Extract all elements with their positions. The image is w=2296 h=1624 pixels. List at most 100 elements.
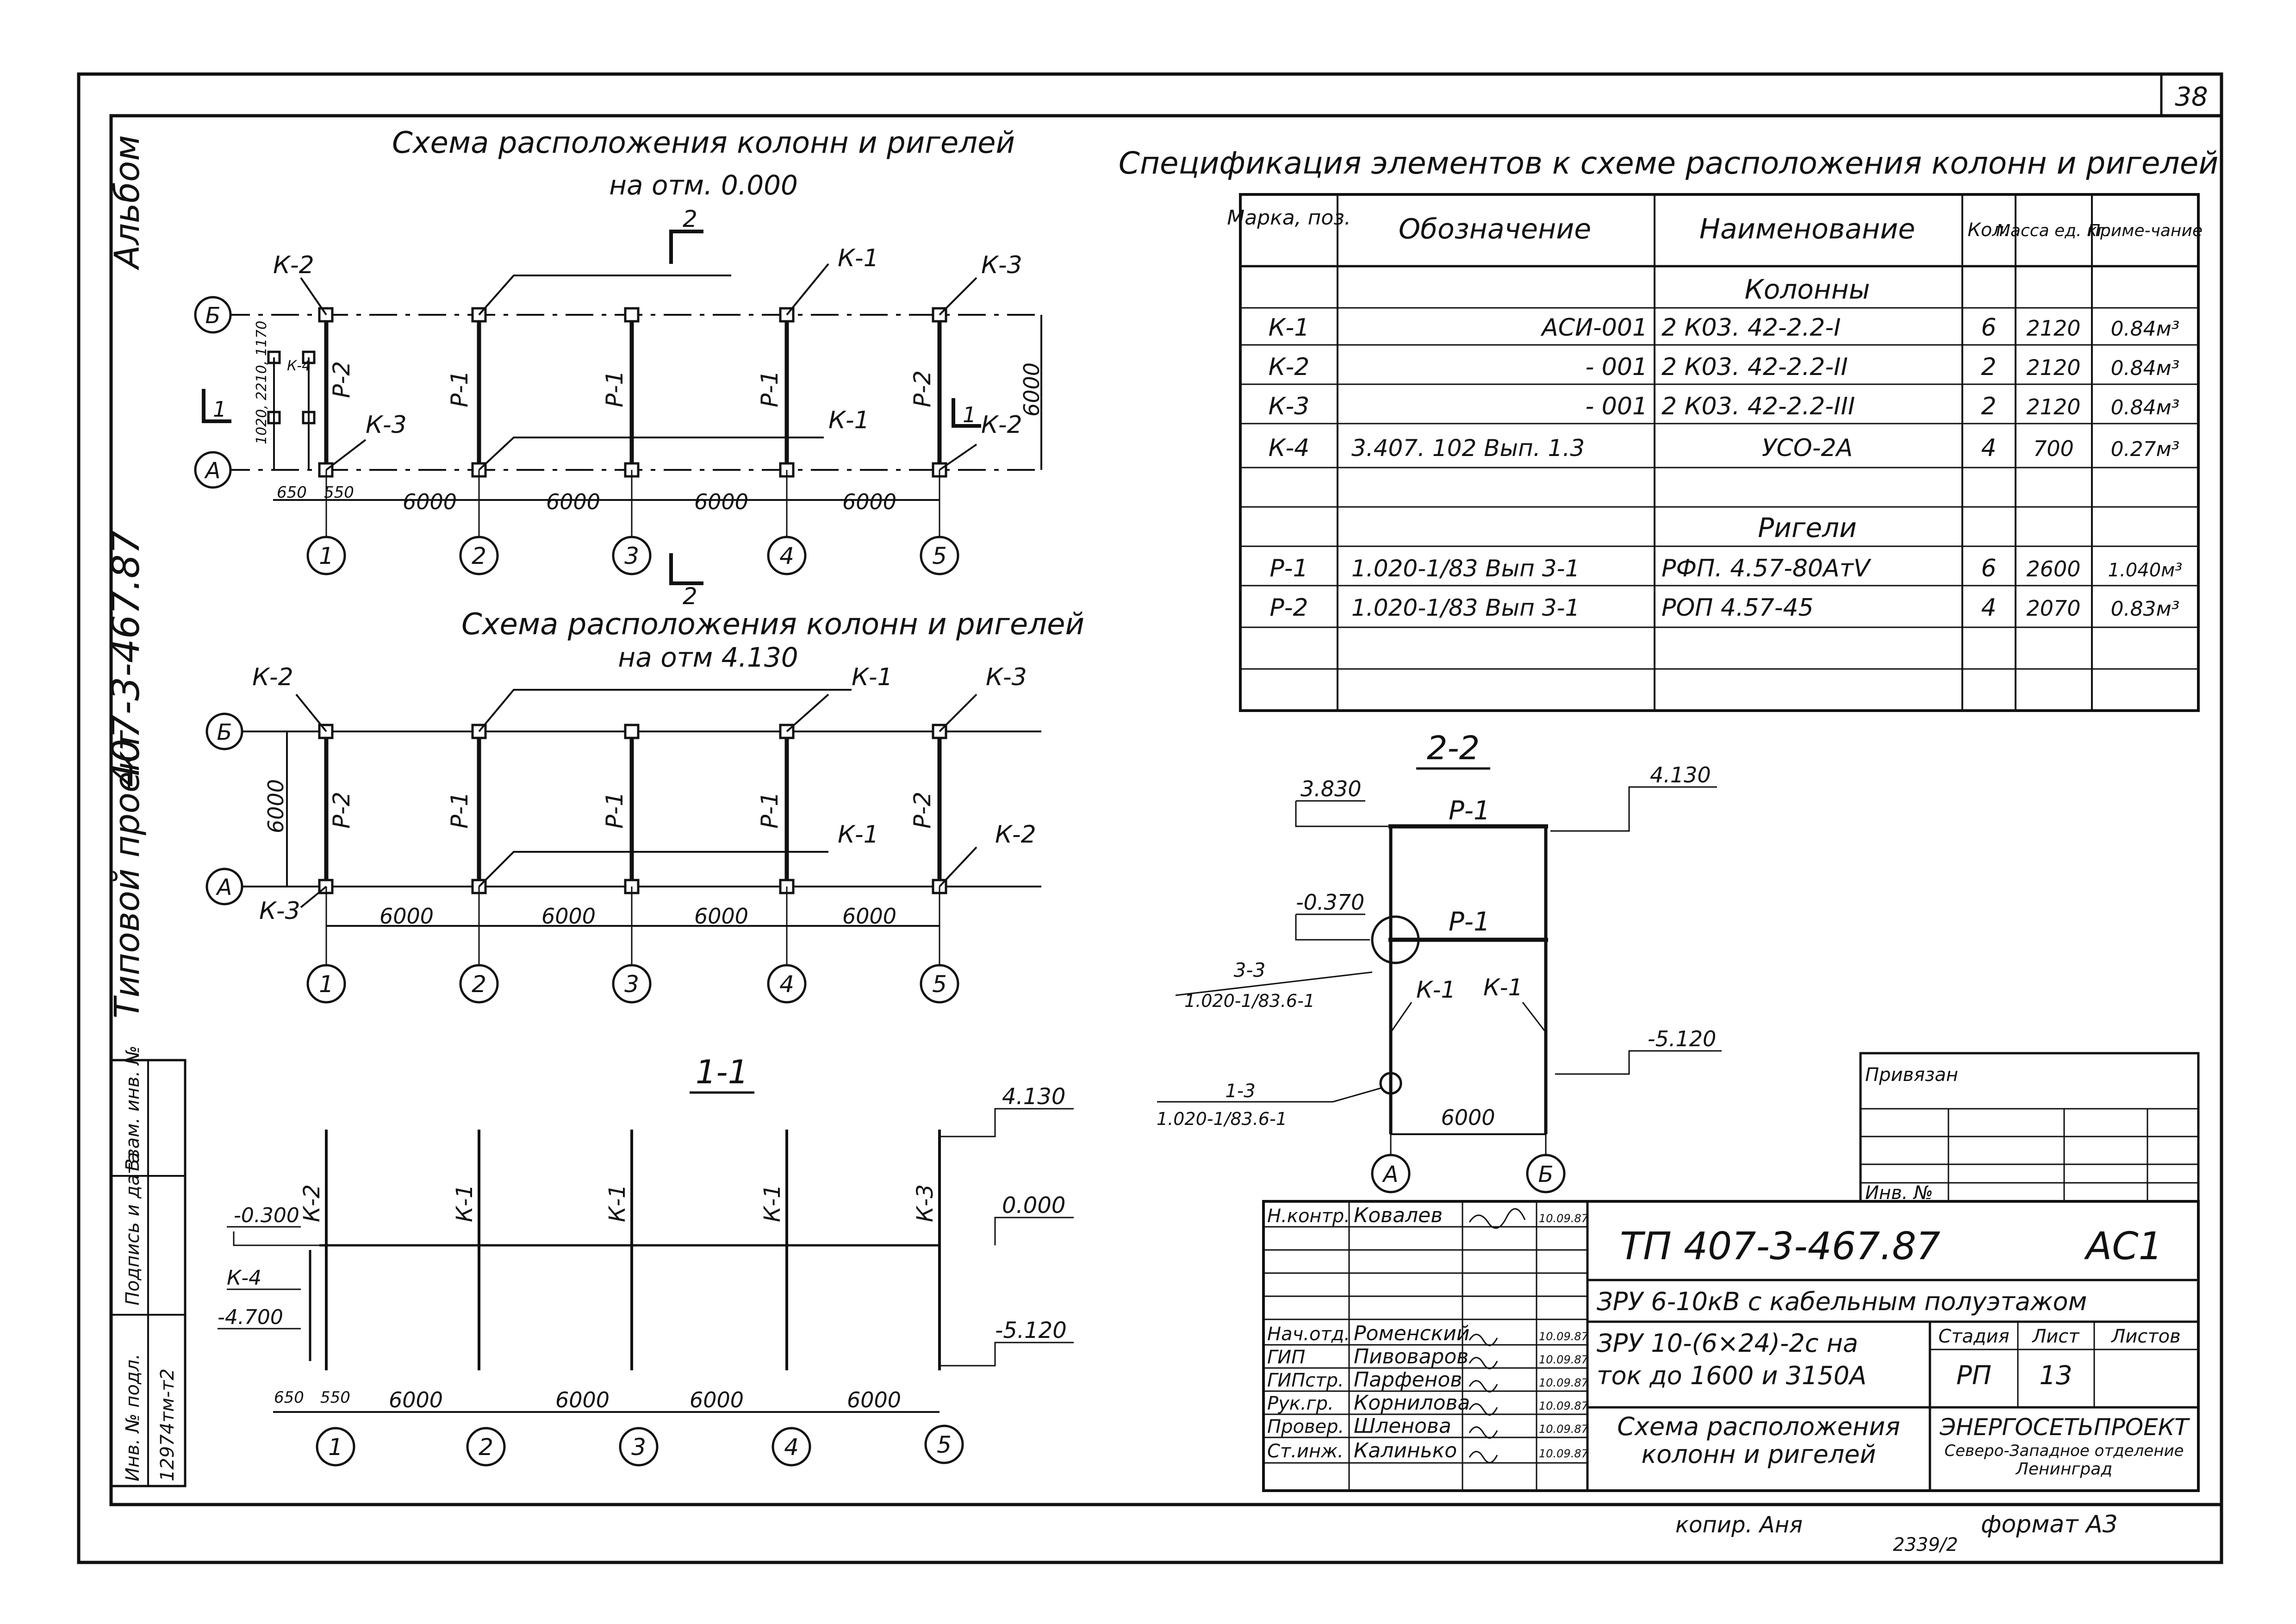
stamp-sheet-header: Лист: [2031, 1326, 2080, 1347]
person-6-role: Провер.: [1267, 1416, 1344, 1437]
person-6-date: 10.09.87: [1539, 1423, 1589, 1436]
stamp-org-3: Ленинград: [2015, 1460, 2112, 1479]
section-2-2: 2-2 Р-1 Р-1 К-1 К-1 3.830 -0.370 4.130 -…: [1157, 729, 1722, 1193]
spec-group-beams: Ригели: [1758, 512, 1857, 543]
stamp-org-1: ЭНЕРГОСЕТЬПРОЕКТ: [1939, 1414, 2190, 1441]
plan2-subtitle: на отм 4.130: [618, 642, 798, 673]
section22-title: 2-2: [1427, 729, 1480, 767]
sec11-axis-4: 4: [784, 1434, 799, 1461]
plan1-span-1: 6000: [403, 489, 457, 514]
sec11-k1-4: К-1: [759, 1184, 785, 1222]
plan1-section-1-right: 1: [963, 402, 976, 427]
person-4-name: Парфенов: [1354, 1368, 1462, 1392]
plan2-span-4: 6000: [842, 904, 896, 929]
spec-h-name: Наименование: [1699, 213, 1915, 245]
spec-r1-note: 0.84м³: [2111, 317, 2180, 341]
person-5-role: Рук.гр.: [1267, 1393, 1334, 1414]
spec-h-mass: Масса ед. кг.: [1996, 221, 2111, 240]
plan2-title: Схема расположения колонн и ригелей: [461, 607, 1084, 642]
spec-r1-name: 2 К03. 42-2.2-I: [1661, 314, 1841, 342]
person-4-role: ГИПстр.: [1267, 1370, 1344, 1391]
spec-r4-mark: К-4: [1269, 434, 1310, 462]
spec-h-mark: Марка, поз.: [1227, 206, 1350, 230]
inv-value: 12974тм-т2: [157, 1368, 178, 1481]
spec-r2-mass: 2120: [2026, 355, 2080, 380]
spec-r1-mark: К-1: [1269, 314, 1310, 342]
person-2-role: Нач.отд.: [1267, 1324, 1350, 1345]
stamp-stage-header: Стадия: [1938, 1326, 2009, 1347]
sec22-ref13-b: 1.020-1/83.6-1: [1157, 1109, 1287, 1129]
section11-title: 1-1: [696, 1053, 748, 1091]
inv-repl-label: Взам. инв. №: [122, 1045, 143, 1171]
sec11-k3: К-3: [912, 1184, 938, 1222]
spec-r4-name: УСО-2А: [1762, 434, 1853, 462]
spec-r5-name: РФП. 4.57-80АтV: [1661, 555, 1872, 582]
spec-h-qty: Кол.: [1967, 219, 2010, 241]
spec-h-note: Приме-чание: [2088, 221, 2203, 240]
sec22-level-4130: 4.130: [1650, 762, 1711, 787]
person-1-role: Н.контр.: [1267, 1206, 1350, 1227]
plan2-k3-top: К-3: [986, 663, 1027, 691]
sec11-k1-2: К-1: [452, 1184, 478, 1222]
sec11-k2: К-2: [299, 1184, 325, 1222]
title-block: Привязан Инв. № ТП 407-3-467.87 АС1 ЗРУ …: [1262, 1052, 2200, 1492]
person-2-date: 10.09.87: [1539, 1330, 1589, 1343]
plan2-axis-2: 2: [472, 971, 486, 998]
sec11-axis-3: 3: [631, 1434, 646, 1461]
spec-r1-mass: 2120: [2026, 316, 2080, 341]
sign-date-label: Подпись и дата: [122, 1152, 143, 1305]
spec-r5-note: 1.040м³: [2108, 560, 2183, 581]
plan2-p2-1: Р-2: [328, 792, 355, 829]
sec22-k1-right: К-1: [1483, 974, 1523, 1001]
spec-group-columns: Колонны: [1745, 274, 1870, 305]
sec11-k1-3: К-1: [604, 1184, 630, 1222]
plan2-span-1: 6000: [380, 904, 434, 929]
specification-table: Спецификация элементов к схеме расположе…: [1119, 145, 2218, 712]
person-2-name: Роменский: [1354, 1322, 1469, 1345]
sec22-axis-a: А: [1382, 1162, 1399, 1187]
plan2-k1-top: К-1: [852, 663, 893, 691]
sec22-ref33-a: 3-3: [1234, 959, 1266, 981]
person-7-date: 10.09.87: [1539, 1447, 1589, 1460]
person-1-name: Ковалев: [1354, 1204, 1443, 1227]
plan2-p1-3: Р-1: [601, 792, 628, 829]
stamp-code: ТП 407-3-467.87: [1620, 1224, 1941, 1268]
plan1-p1-2: Р-1: [446, 370, 473, 407]
plan1-axis-4: 4: [779, 543, 794, 569]
sec22-level-m5120: -5.120: [1648, 1026, 1716, 1051]
person-3-date: 10.09.87: [1539, 1353, 1589, 1366]
inv-orig-label: Инв. № подл.: [122, 1354, 143, 1481]
plan1-p1-3: Р-1: [601, 370, 628, 407]
sheet-border: [77, 72, 2223, 1564]
plan1-axis-3: 3: [624, 543, 639, 569]
spec-r2-name: 2 К03. 42-2.2-II: [1661, 353, 1848, 381]
plan1-span-2: 6000: [546, 489, 600, 514]
plan2-p2-5: Р-2: [909, 792, 936, 829]
spec-r3-mark: К-3: [1269, 393, 1310, 420]
plan1-k4-dims: 1020, 2210, 1170: [254, 321, 270, 444]
plan2-axis-a: А: [216, 874, 232, 900]
plan2-span-2: 6000: [541, 904, 596, 929]
person-6-name: Шленова: [1354, 1414, 1451, 1438]
spec-r2-qty: 2: [1981, 353, 1996, 381]
sec22-k1-left: К-1: [1416, 976, 1456, 1003]
plan1-dim-550: 550: [324, 483, 354, 502]
sec22-ref33-b: 1.020-1/83.6-1: [1184, 991, 1315, 1011]
sec22-p1-top: Р-1: [1449, 796, 1490, 826]
sec11-span-2: 6000: [555, 1387, 610, 1412]
person-1-date: 10.09.87: [1539, 1212, 1589, 1225]
plan2-k2-top: К-2: [252, 663, 293, 691]
sec22-level-m0370: -0.370: [1296, 890, 1364, 915]
plan1-axis-a: А: [204, 458, 221, 484]
sec22-ref13-a: 1-3: [1225, 1081, 1255, 1102]
plan2-axis-1: 1: [319, 971, 334, 998]
sec11-level-4130: 4.130: [1002, 1084, 1065, 1110]
sec11-level-m5120: -5.120: [995, 1318, 1067, 1343]
spec-r6-qty: 4: [1981, 594, 1996, 622]
spec-r3-des: - 001: [1585, 393, 1648, 420]
sec11-axis-2: 2: [479, 1434, 493, 1461]
sec22-level-3830: 3.830: [1300, 776, 1362, 801]
sec11-span-4: 6000: [847, 1387, 901, 1412]
spec-r2-des: - 001: [1585, 353, 1648, 381]
